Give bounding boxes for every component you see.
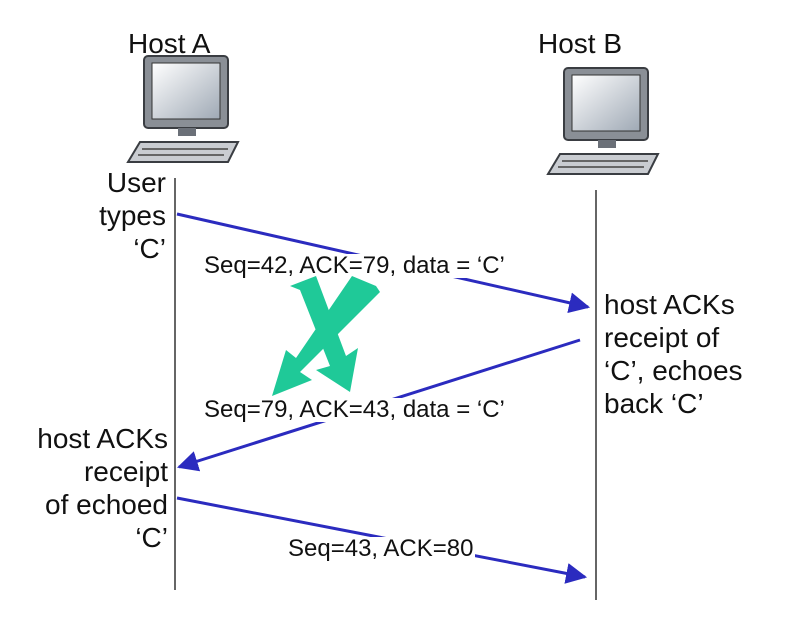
- user-types-note: User types ‘C’: [60, 166, 166, 265]
- note-line: host ACKs: [37, 423, 168, 454]
- host-a-ack-note: host ACKs receipt of echoed ‘C’: [10, 422, 168, 554]
- note-line: ‘C’: [133, 233, 166, 264]
- note-line: of echoed: [45, 489, 168, 520]
- note-line: host ACKs: [604, 289, 735, 320]
- host-b-label: Host B: [538, 28, 623, 59]
- note-line: receipt of: [604, 322, 720, 353]
- cross-stroke-2: [272, 276, 380, 396]
- host-a-computer-icon: [126, 55, 240, 163]
- note-line: User: [106, 167, 166, 198]
- host-b-computer-icon: [546, 67, 660, 175]
- segment-3-label: Seq=43, ACK=80: [286, 535, 476, 562]
- note-line: back ‘C’: [604, 388, 704, 419]
- host-a-label: Host A: [128, 28, 211, 59]
- note-line: ‘C’: [135, 522, 168, 553]
- host-b-ack-note: host ACKs receipt of ‘C’, echoes back ‘C…: [604, 288, 743, 420]
- note-line: receipt: [83, 456, 168, 487]
- note-line: types: [99, 200, 166, 231]
- note-line: ‘C’, echoes: [604, 355, 743, 386]
- segment-1-label: Seq=42, ACK=79, data = ‘C’: [202, 252, 507, 279]
- segment-2-label: Seq=79, ACK=43, data = ‘C’: [202, 396, 507, 423]
